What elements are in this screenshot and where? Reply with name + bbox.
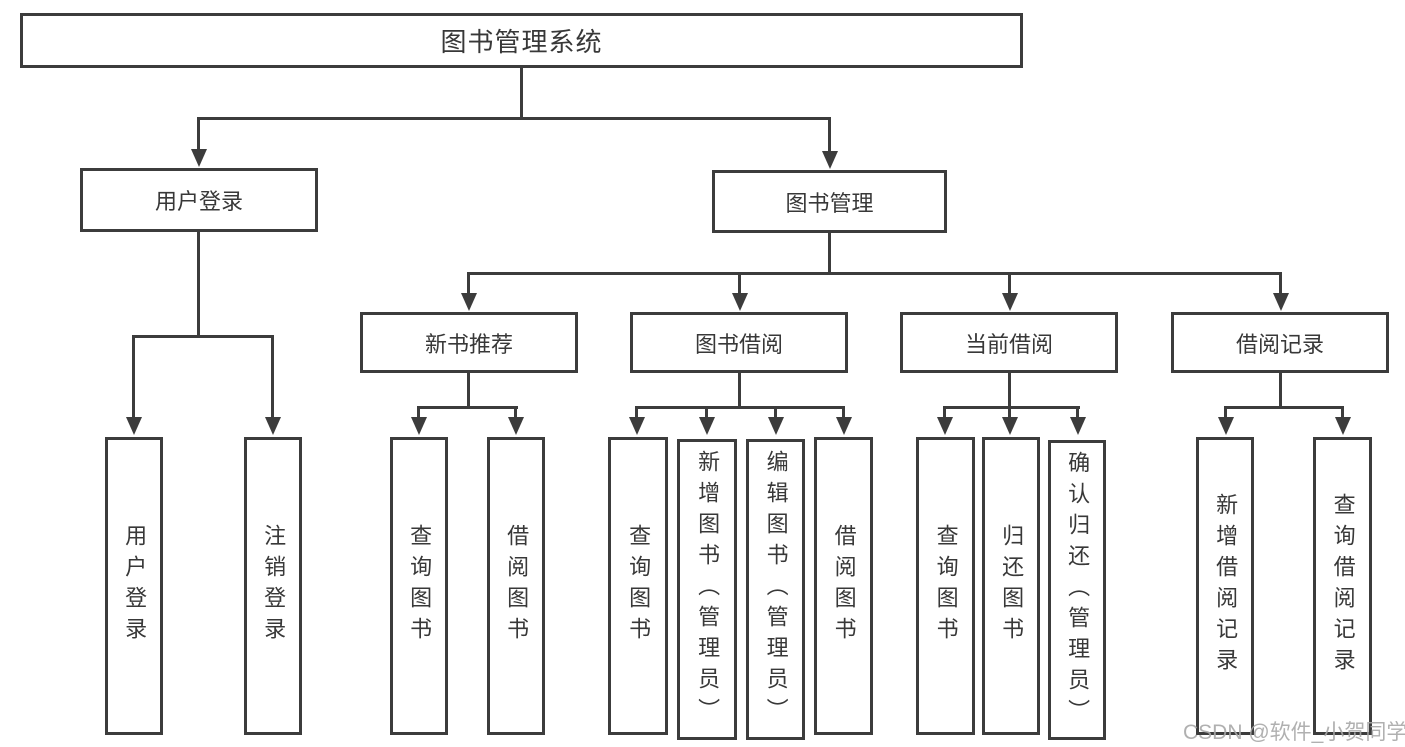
connector-line [467,373,470,409]
arrowhead-down-icon [265,417,281,435]
leaf-label: 新增借阅记录 [1213,493,1239,679]
leaf-label: 查询图书 [407,524,433,648]
connector-line [467,272,1282,275]
connector-line [417,406,518,409]
node-book-management: 图书管理 [712,170,947,233]
node-new-book-recommend: 新书推荐 [360,312,578,373]
connector-line [1008,272,1011,295]
connector-line [738,272,741,295]
connector-line [520,68,523,120]
arrowhead-down-icon [629,417,645,435]
node-label: 借阅记录 [1235,331,1324,357]
connector-line [828,233,831,275]
node-book-borrowing: 图书借阅 [630,312,848,373]
node-label: 图书管理 [785,190,874,216]
connector-line [705,406,708,419]
leaf-label: 注销登录 [261,524,287,648]
connector-line [132,335,135,419]
arrowhead-down-icon [732,293,748,311]
connector-line [197,117,831,120]
connector-line [842,406,845,419]
connector-line [197,232,200,338]
leaf-return-books: 归还图书 [982,437,1040,735]
arrowhead-down-icon [699,417,715,435]
node-label: 图书借阅 [694,331,783,357]
leaf-borrow-books-borrowing: 借阅图书 [814,437,873,735]
connector-line [1008,373,1011,409]
arrowhead-down-icon [1218,417,1234,435]
leaf-edit-book-admin: 编辑图书（管理员） [746,439,805,740]
connector-line [1279,272,1282,295]
leaf-label: 查询借阅记录 [1330,493,1356,679]
connector-line [1076,406,1079,419]
connector-line [1341,406,1344,419]
leaf-label: 用户登录 [122,524,148,648]
arrowhead-down-icon [508,417,524,435]
connector-line [514,406,517,419]
arrowhead-down-icon [768,417,784,435]
arrowhead-down-icon [411,417,427,435]
leaf-user-login: 用户登录 [105,437,163,735]
arrowhead-down-icon [937,417,953,435]
arrowhead-down-icon [1002,293,1018,311]
connector-line [738,373,741,409]
leaf-add-borrow-record: 新增借阅记录 [1196,437,1254,735]
leaf-query-books-borrowing: 查询图书 [608,437,668,735]
connector-line [635,406,845,409]
connector-line [1224,406,1227,419]
leaf-query-borrow-record: 查询借阅记录 [1313,437,1372,735]
connector-line [1224,406,1343,409]
leaf-label: 确认归还（管理员） [1065,450,1091,730]
node-label: 用户登录 [154,189,243,214]
connector-line [1008,406,1011,419]
leaf-label: 查询图书 [933,524,959,648]
node-label: 新书推荐 [424,331,513,357]
connector-line [132,335,274,338]
connector-line [417,406,420,419]
node-library-management-system: 图书管理系统 [20,13,1023,68]
connector-line [197,117,200,151]
leaf-label: 借阅图书 [504,524,530,648]
leaf-label: 查询图书 [626,524,652,648]
node-label: 当前借阅 [964,331,1053,357]
arrowhead-down-icon [822,151,838,169]
arrowhead-down-icon [461,293,477,311]
leaf-borrow-books-recommend: 借阅图书 [487,437,545,735]
leaf-label: 借阅图书 [831,524,857,648]
leaf-label: 归还图书 [999,524,1025,648]
arrowhead-down-icon [191,149,207,167]
arrowhead-down-icon [836,417,852,435]
leaf-query-books-recommend: 查询图书 [390,437,448,735]
connector-line [828,117,831,153]
arrowhead-down-icon [1070,417,1086,435]
node-label: 图书管理系统 [440,27,603,57]
arrowhead-down-icon [1335,417,1351,435]
connector-line [1279,373,1282,409]
node-borrowing-records: 借阅记录 [1171,312,1389,373]
arrowhead-down-icon [126,417,142,435]
leaf-logout: 注销登录 [244,437,302,735]
connector-line [271,335,274,419]
csdn-watermark: CSDN @软件_小贺同学 [1183,721,1405,744]
arrowhead-down-icon [1002,417,1018,435]
leaf-label: 新增图书（管理员） [695,450,721,729]
arrowhead-down-icon [1273,293,1289,311]
connector-line [467,272,470,295]
connector-line [635,406,638,419]
leaf-query-books-current: 查询图书 [916,437,975,735]
leaf-add-book-admin: 新增图书（管理员） [677,439,737,740]
node-user-login: 用户登录 [80,168,318,232]
connector-line [943,406,946,419]
connector-line [774,406,777,419]
leaf-label: 编辑图书（管理员） [763,450,789,729]
connector-line [943,406,1080,409]
node-current-borrowing: 当前借阅 [900,312,1118,373]
leaf-confirm-return-admin: 确认归还（管理员） [1048,440,1106,740]
